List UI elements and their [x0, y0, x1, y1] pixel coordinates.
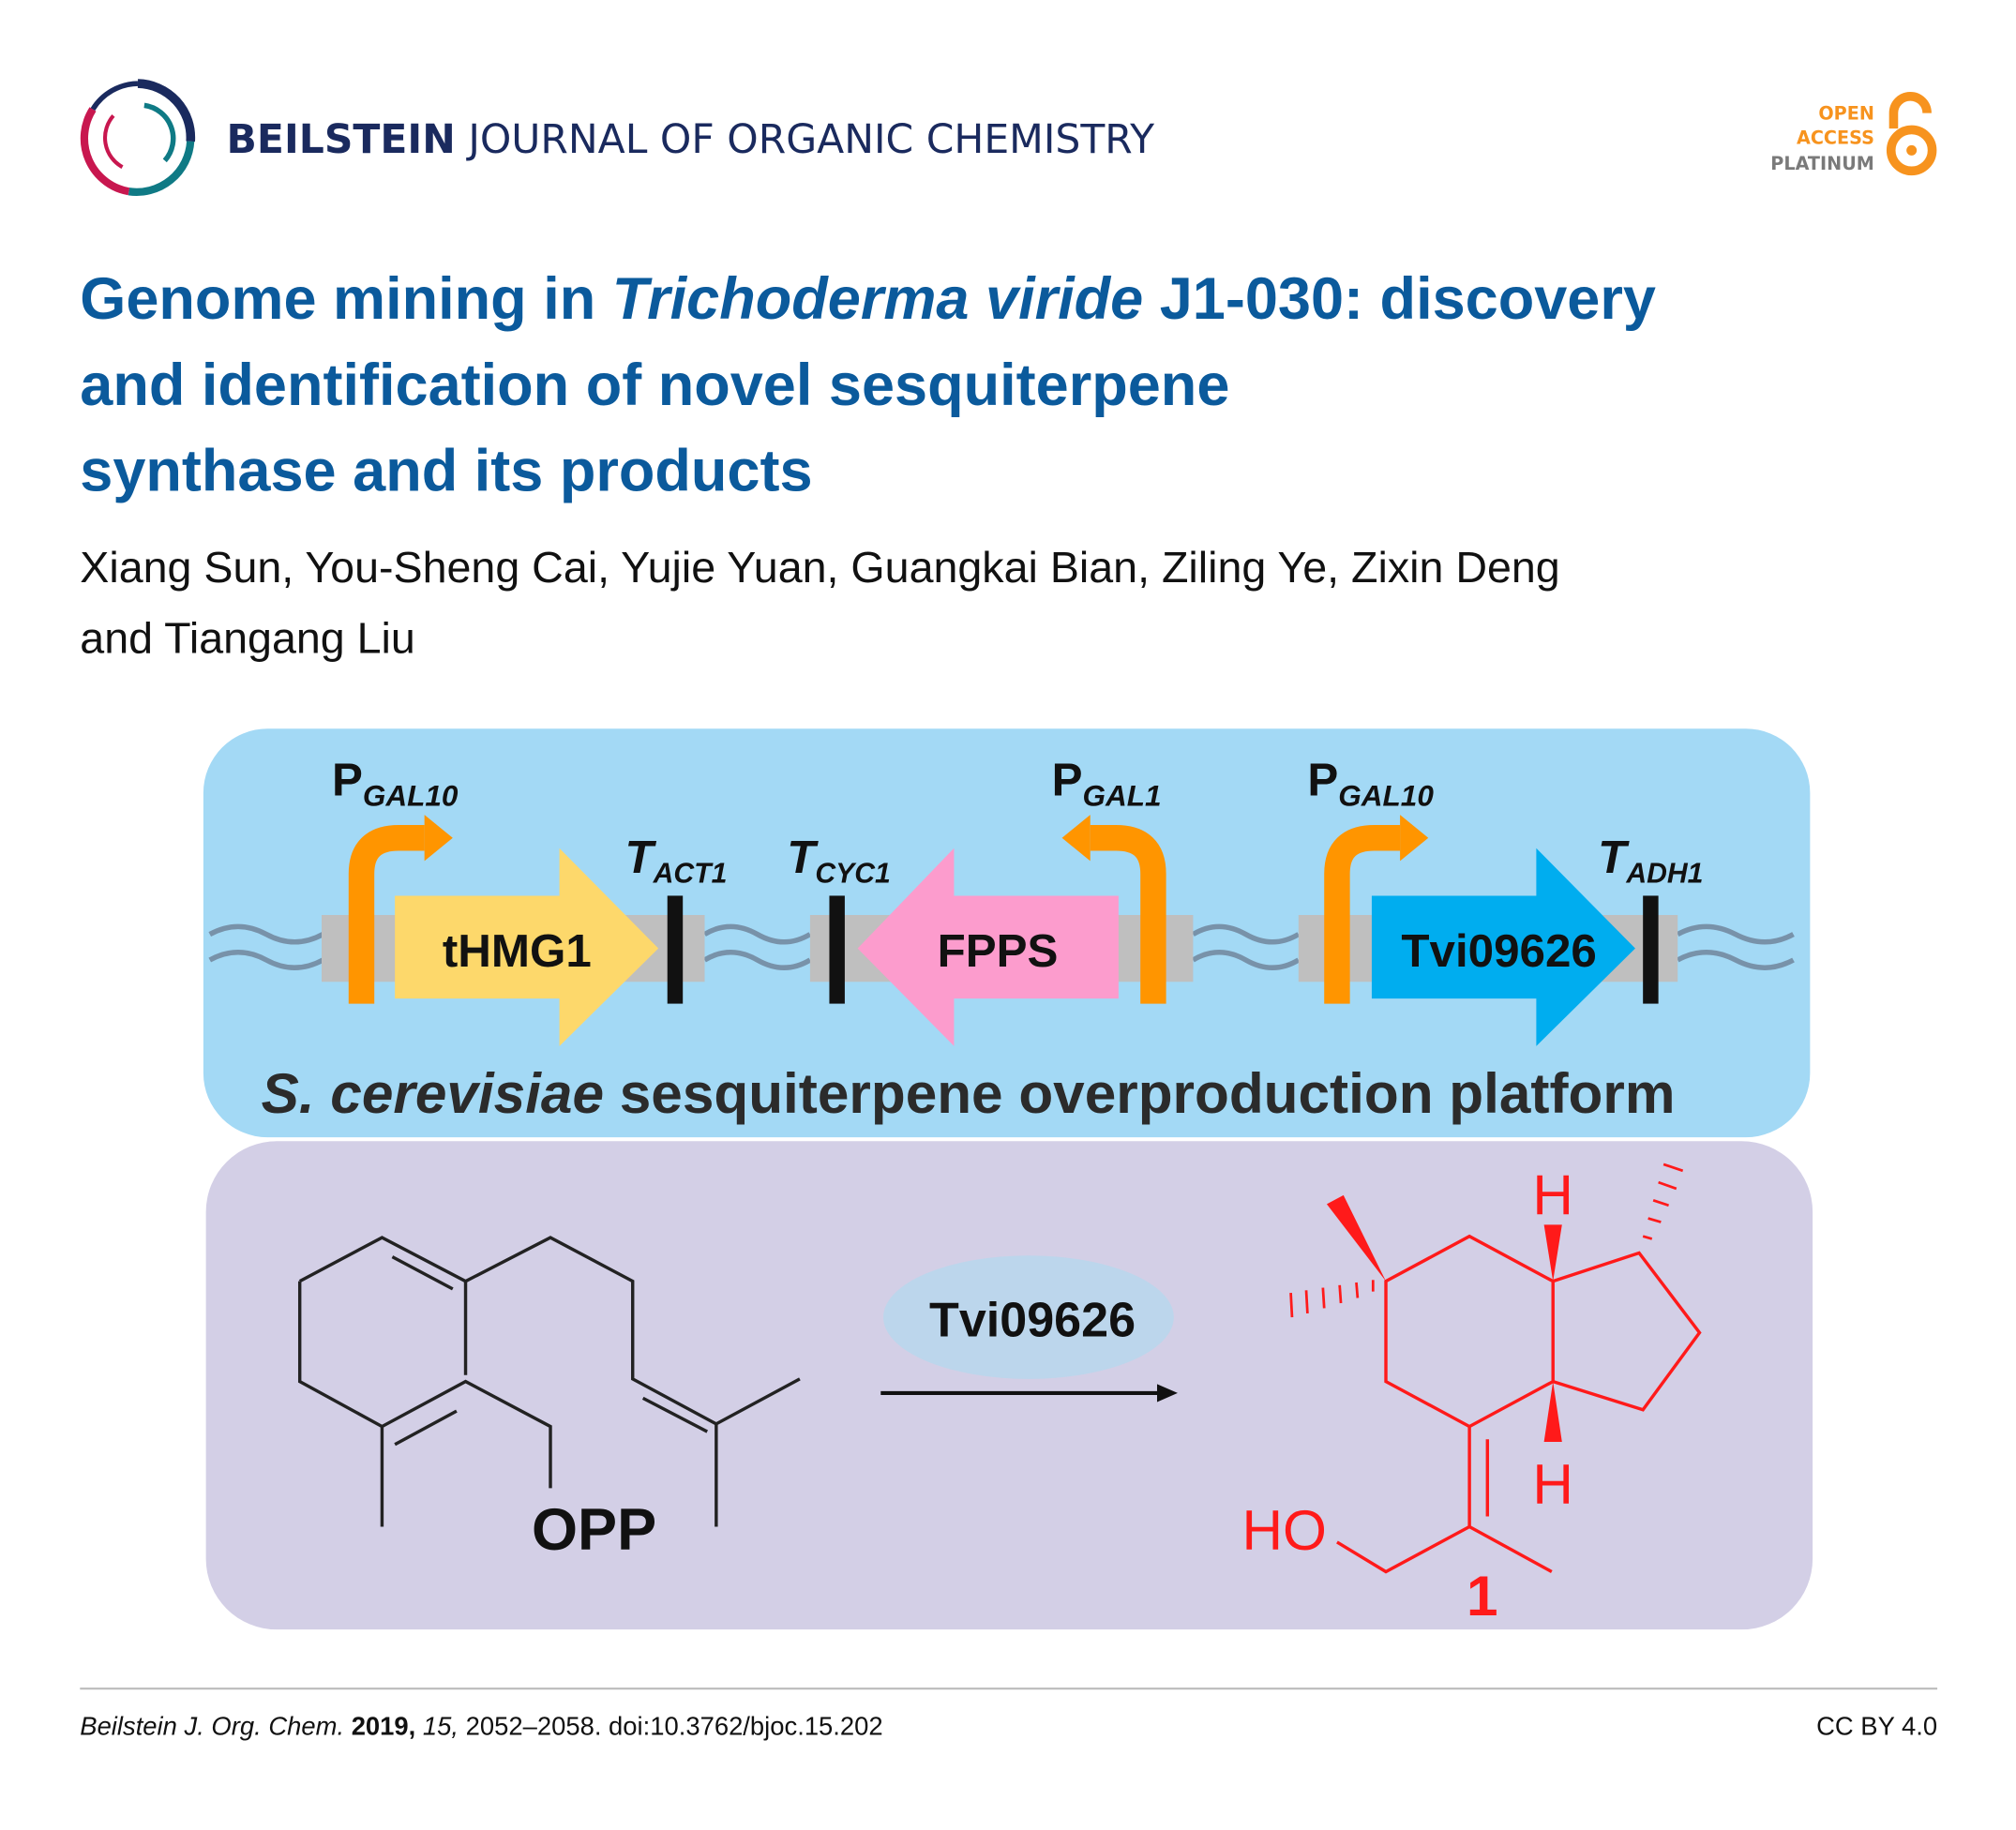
citation: Beilstein J. Org. Chem. 2019, 15, 2052–2… — [80, 1712, 882, 1741]
svg-text:and Tiangang Liu: and Tiangang Liu — [80, 613, 415, 662]
promoter-label: PGAL1 — [1052, 755, 1162, 813]
badge-open: OPEN — [1818, 102, 1874, 124]
reaction-arrowhead-icon — [1157, 1384, 1178, 1402]
gene-arrow-tvi09626 — [1371, 848, 1635, 1046]
license: CC BY 4.0 — [1816, 1712, 1937, 1741]
gene-label: tHMG1 — [443, 925, 592, 977]
badge-access: ACCESS — [1797, 128, 1874, 149]
ho-label: HO — [1242, 1498, 1327, 1562]
terminator-bar — [667, 895, 1659, 1004]
promoter-label: PGAL10 — [332, 755, 459, 813]
badge-platinum: PLATINUM — [1770, 153, 1874, 174]
promoter-arrowhead — [424, 815, 1429, 862]
article-title: Genome mining in Trichoderma viride J1-0… — [80, 266, 1656, 504]
compound-number: 1 — [1467, 1564, 1498, 1628]
reaction-panel — [205, 1141, 1813, 1630]
promoter-label: PGAL10 — [1307, 755, 1434, 813]
journal-name: BEILSTEIN JOURNAL OF ORGANIC CHEMISTRY — [227, 117, 1156, 163]
gene-label: FPPS — [938, 925, 1059, 977]
enzyme-bubble — [883, 1255, 1174, 1379]
h-label: H — [1532, 1162, 1573, 1226]
platform-caption: S. cerevisiae sesquiterpene overproducti… — [262, 1061, 1676, 1125]
terminator-label: TADH1 — [1598, 832, 1703, 890]
substrate-structure — [297, 1236, 801, 1527]
gene-label: Tvi09626 — [1401, 925, 1596, 977]
enzyme-label: Tvi09626 — [929, 1294, 1136, 1348]
dna-wave-icon — [208, 923, 1795, 970]
svg-text:Xiang Sun, You-Sheng Cai, Yuji: Xiang Sun, You-Sheng Cai, Yujie Yuan, Gu… — [80, 543, 1559, 592]
open-access-badge: OPEN ACCESS PLATINUM — [1770, 102, 1874, 173]
terminator-label: TCYC1 — [787, 832, 891, 890]
terminator-label: TACT1 — [625, 832, 728, 890]
svg-text:Genome mining in Trichoderma v: Genome mining in Trichoderma viride J1-0… — [80, 266, 1656, 332]
promoter-arrow-icon — [348, 825, 1401, 1004]
stereo-wedge — [1326, 1194, 1562, 1443]
beilstein-logo-icon — [80, 79, 196, 196]
gene-arrow-thmg1 — [395, 848, 659, 1046]
svg-text:and identification of novel se: and identification of novel sesquiterpen… — [80, 352, 1229, 418]
gene-arrow-fpps — [857, 848, 1119, 1046]
opp-label: OPP — [532, 1497, 656, 1563]
authors: Xiang Sun, You-Sheng Cai, Yujie Yuan, Gu… — [80, 543, 1559, 662]
svg-text:synthase and its products: synthase and its products — [80, 439, 812, 504]
h-label: H — [1532, 1452, 1573, 1516]
open-lock-icon — [1886, 92, 1937, 176]
